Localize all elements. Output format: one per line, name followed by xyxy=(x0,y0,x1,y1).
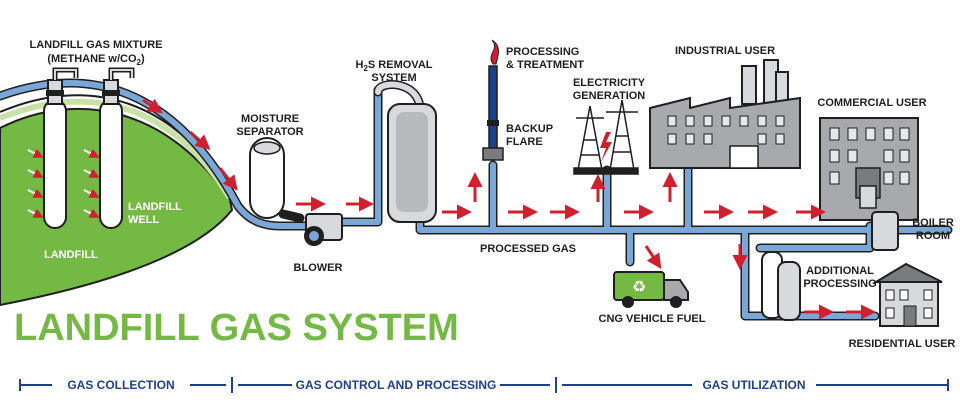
label-moisture-2: SEPARATOR xyxy=(236,126,303,138)
label-boiler-1: BOILER xyxy=(912,217,954,229)
label-landfill-well-1: LANDFILL xyxy=(128,201,182,213)
recycle-icon: ♻ xyxy=(632,277,646,296)
label-processing-1: PROCESSING xyxy=(506,46,579,58)
label-processing-2: & TREATMENT xyxy=(506,59,584,71)
gas-migration-arrows xyxy=(27,148,100,218)
boiler-tank xyxy=(871,211,899,251)
label-blower: BLOWER xyxy=(294,262,343,274)
label-electricity-2: GENERATION xyxy=(573,90,646,102)
electricity-generation xyxy=(573,99,639,175)
label-backup-1: BACKUP xyxy=(506,123,553,135)
landfill-well-right xyxy=(99,67,135,229)
lightning-bolt-icon xyxy=(600,132,612,162)
label-landfill: LANDFILL xyxy=(44,249,98,261)
label-processed-gas: PROCESSED GAS xyxy=(480,243,576,255)
moisture-separator xyxy=(249,137,285,219)
industrial-user-building xyxy=(649,59,801,169)
label-commercial: COMMERCIAL USER xyxy=(817,97,926,109)
section-bar: GAS COLLECTION GAS CONTROL AND PROCESSIN… xyxy=(19,377,949,393)
label-gas-mixture-1: LANDFILL GAS MIXTURE xyxy=(29,39,162,51)
label-backup-2: FLARE xyxy=(506,136,543,148)
label-additional-2: PROCESSING xyxy=(803,278,876,290)
flame-icon xyxy=(490,39,499,65)
label-cng: CNG VEHICLE FUEL xyxy=(599,313,706,325)
label-residential: RESIDENTIAL USER xyxy=(849,338,956,350)
label-landfill-well-2: WELL xyxy=(128,214,159,226)
section-gas-utilization: GAS UTILIZATION xyxy=(702,378,805,392)
backup-flare xyxy=(482,39,504,161)
flow-arrows xyxy=(142,98,876,320)
label-gas-mixture-2: (METHANE w/CO2) xyxy=(47,53,145,67)
diagram-title: LANDFILL GAS SYSTEM xyxy=(14,307,459,349)
commercial-user-building xyxy=(819,117,919,221)
label-moisture-1: MOISTURE xyxy=(241,113,299,125)
residential-user-house xyxy=(872,262,943,327)
blower xyxy=(304,213,343,246)
component-labels: LANDFILL GAS MIXTURE (METHANE w/CO2) LAN… xyxy=(29,39,955,350)
landfill-well-left xyxy=(43,67,79,229)
section-gas-collection: GAS COLLECTION xyxy=(67,378,174,392)
label-h2s-2: SYSTEM xyxy=(371,72,416,84)
section-gas-control: GAS CONTROL AND PROCESSING xyxy=(296,378,497,392)
label-industrial: INDUSTRIAL USER xyxy=(675,45,775,57)
label-additional-1: ADDITIONAL xyxy=(806,265,874,277)
h2s-removal-tank xyxy=(387,103,437,223)
cng-vehicle-truck: ♻ xyxy=(613,271,689,308)
label-boiler-2: ROOM xyxy=(916,230,950,242)
label-electricity-1: ELECTRICITY xyxy=(573,77,646,89)
additional-processing-tanks xyxy=(761,251,801,321)
label-h2s-1: H2S REMOVAL xyxy=(356,59,433,73)
